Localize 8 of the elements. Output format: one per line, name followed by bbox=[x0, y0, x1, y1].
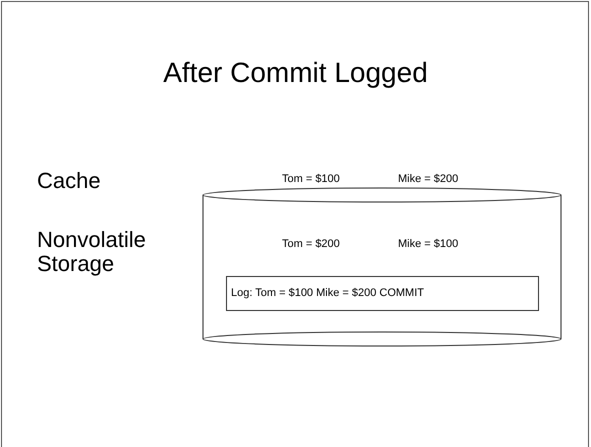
log-box: Log: Tom = $100 Mike = $200 COMMIT bbox=[226, 276, 539, 311]
value-text: Mike = $100 bbox=[398, 237, 458, 252]
value-text: Mike = $200 bbox=[398, 172, 458, 187]
row-label: Cache bbox=[37, 167, 101, 195]
value-text: Tom = $200 bbox=[282, 237, 340, 252]
value-text: Tom = $100 bbox=[282, 172, 340, 187]
slide-title: After Commit Logged bbox=[162, 56, 429, 90]
row-label: Nonvolatile Storage bbox=[37, 228, 147, 276]
